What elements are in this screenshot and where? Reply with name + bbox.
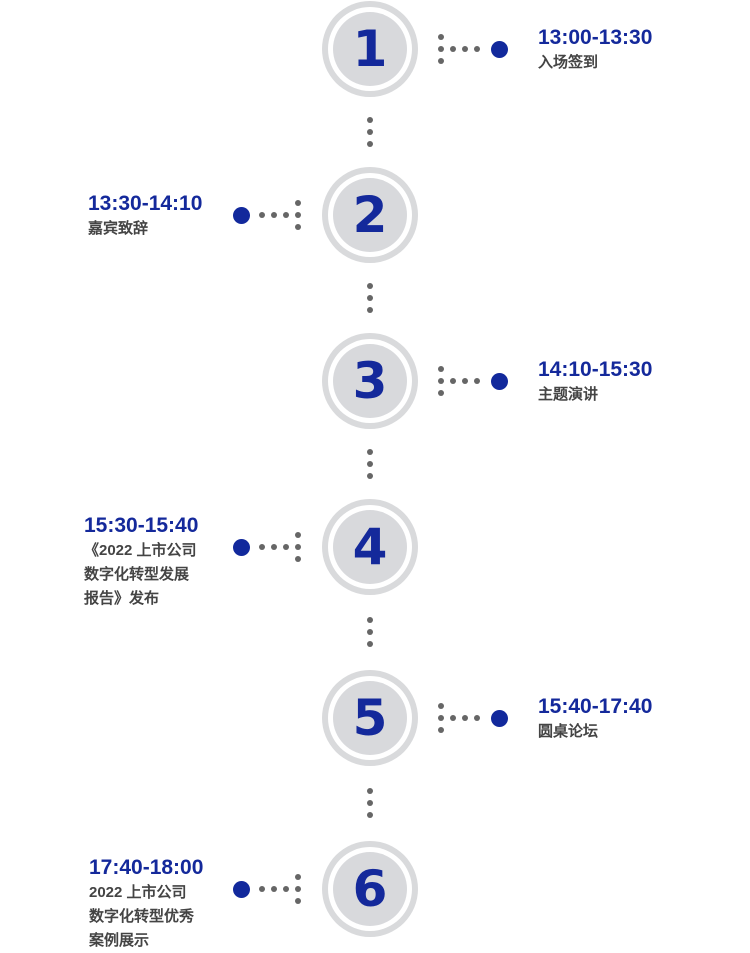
time-range: 15:30-15:40 <box>84 514 199 537</box>
time-range: 13:30-14:10 <box>88 192 203 215</box>
step-number: 1 <box>333 12 407 86</box>
agenda-text: 15:30-15:40 《2022 上市公司数字化转型发展报告》发布 <box>84 513 198 611</box>
time-range: 15:40-17:40 <box>538 695 653 718</box>
step-number: 3 <box>333 344 407 418</box>
step-circle: 6 <box>322 841 418 937</box>
agenda-description: 2022 上市公司 <box>89 884 187 901</box>
step-circle: 3 <box>322 333 418 429</box>
step-number: 4 <box>333 510 407 584</box>
agenda-description: 报告》发布 <box>84 590 160 607</box>
agenda-description: 案例展示 <box>89 932 150 949</box>
agenda-description: 《2022 上市公司 <box>84 542 197 559</box>
agenda-description: 主题演讲 <box>538 386 599 403</box>
agenda-description: 数字化转型发展 <box>84 566 190 583</box>
time-range: 14:10-15:30 <box>538 358 653 381</box>
agenda-text: 13:00-13:30 入场签到 <box>538 25 652 75</box>
time-range: 13:00-13:30 <box>538 26 653 49</box>
step-circle: 2 <box>322 167 418 263</box>
agenda-description: 入场签到 <box>538 54 599 71</box>
agenda-text: 14:10-15:30 主题演讲 <box>538 357 652 407</box>
agenda-text: 15:40-17:40 圆桌论坛 <box>538 694 652 744</box>
step-number: 5 <box>333 681 407 755</box>
agenda-text: 17:40-18:00 2022 上市公司数字化转型优秀案例展示 <box>89 855 203 953</box>
agenda-description: 嘉宾致辞 <box>88 220 149 237</box>
step-circle: 1 <box>322 1 418 97</box>
time-range: 17:40-18:00 <box>89 856 204 879</box>
step-number: 2 <box>333 178 407 252</box>
agenda-text: 13:30-14:10 嘉宾致辞 <box>88 191 202 241</box>
step-number: 6 <box>333 852 407 926</box>
step-circle: 5 <box>322 670 418 766</box>
agenda-description: 数字化转型优秀 <box>89 908 195 925</box>
agenda-description: 圆桌论坛 <box>538 723 599 740</box>
step-circle: 4 <box>322 499 418 595</box>
